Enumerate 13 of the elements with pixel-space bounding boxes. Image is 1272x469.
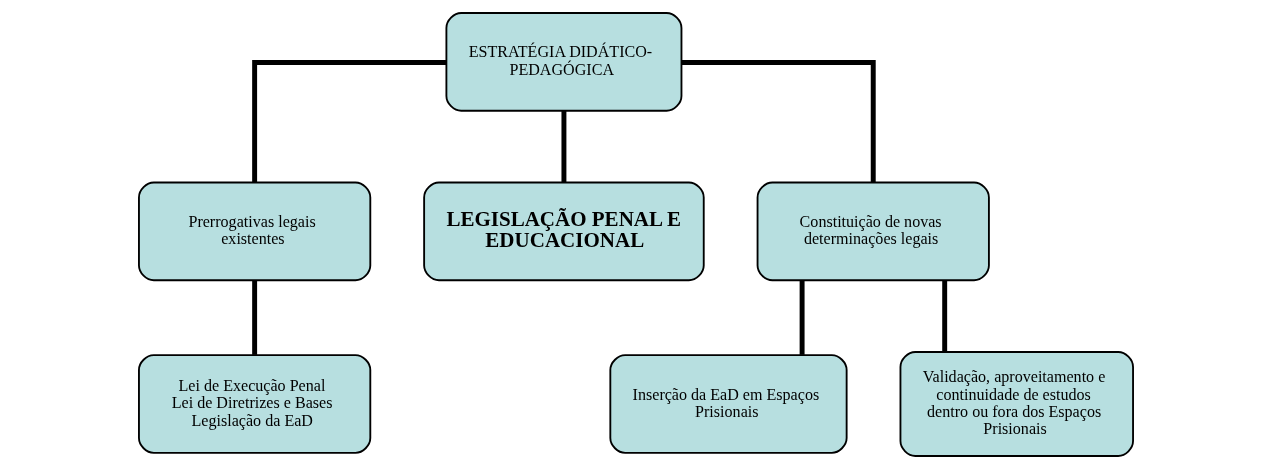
node-box: LEGISLAÇÃO PENAL E EDUCACIONAL bbox=[423, 181, 705, 282]
node-box: Constituição de novas determinações legais bbox=[756, 181, 990, 282]
node-box: Validação, aproveitamento e continuidade de estudos dentro ou fora dos Espaços Prisionais bbox=[899, 351, 1134, 457]
connector bbox=[942, 280, 948, 352]
node-box: Lei de Execução Penal Lei de Diretrizes e Bases Legislação da EaD bbox=[138, 354, 372, 454]
node-box: Inserção da EaD em Espaços Prisionais bbox=[609, 354, 848, 454]
connector bbox=[681, 60, 876, 183]
node-box: ESTRATÉGIA DIDÁTICO-PEDAGÓGICA bbox=[445, 12, 683, 112]
connector bbox=[561, 110, 567, 183]
connector bbox=[252, 280, 258, 355]
connector bbox=[799, 280, 805, 355]
connector bbox=[252, 60, 447, 183]
node-box: Prerrogativas legais existentes bbox=[138, 181, 372, 282]
